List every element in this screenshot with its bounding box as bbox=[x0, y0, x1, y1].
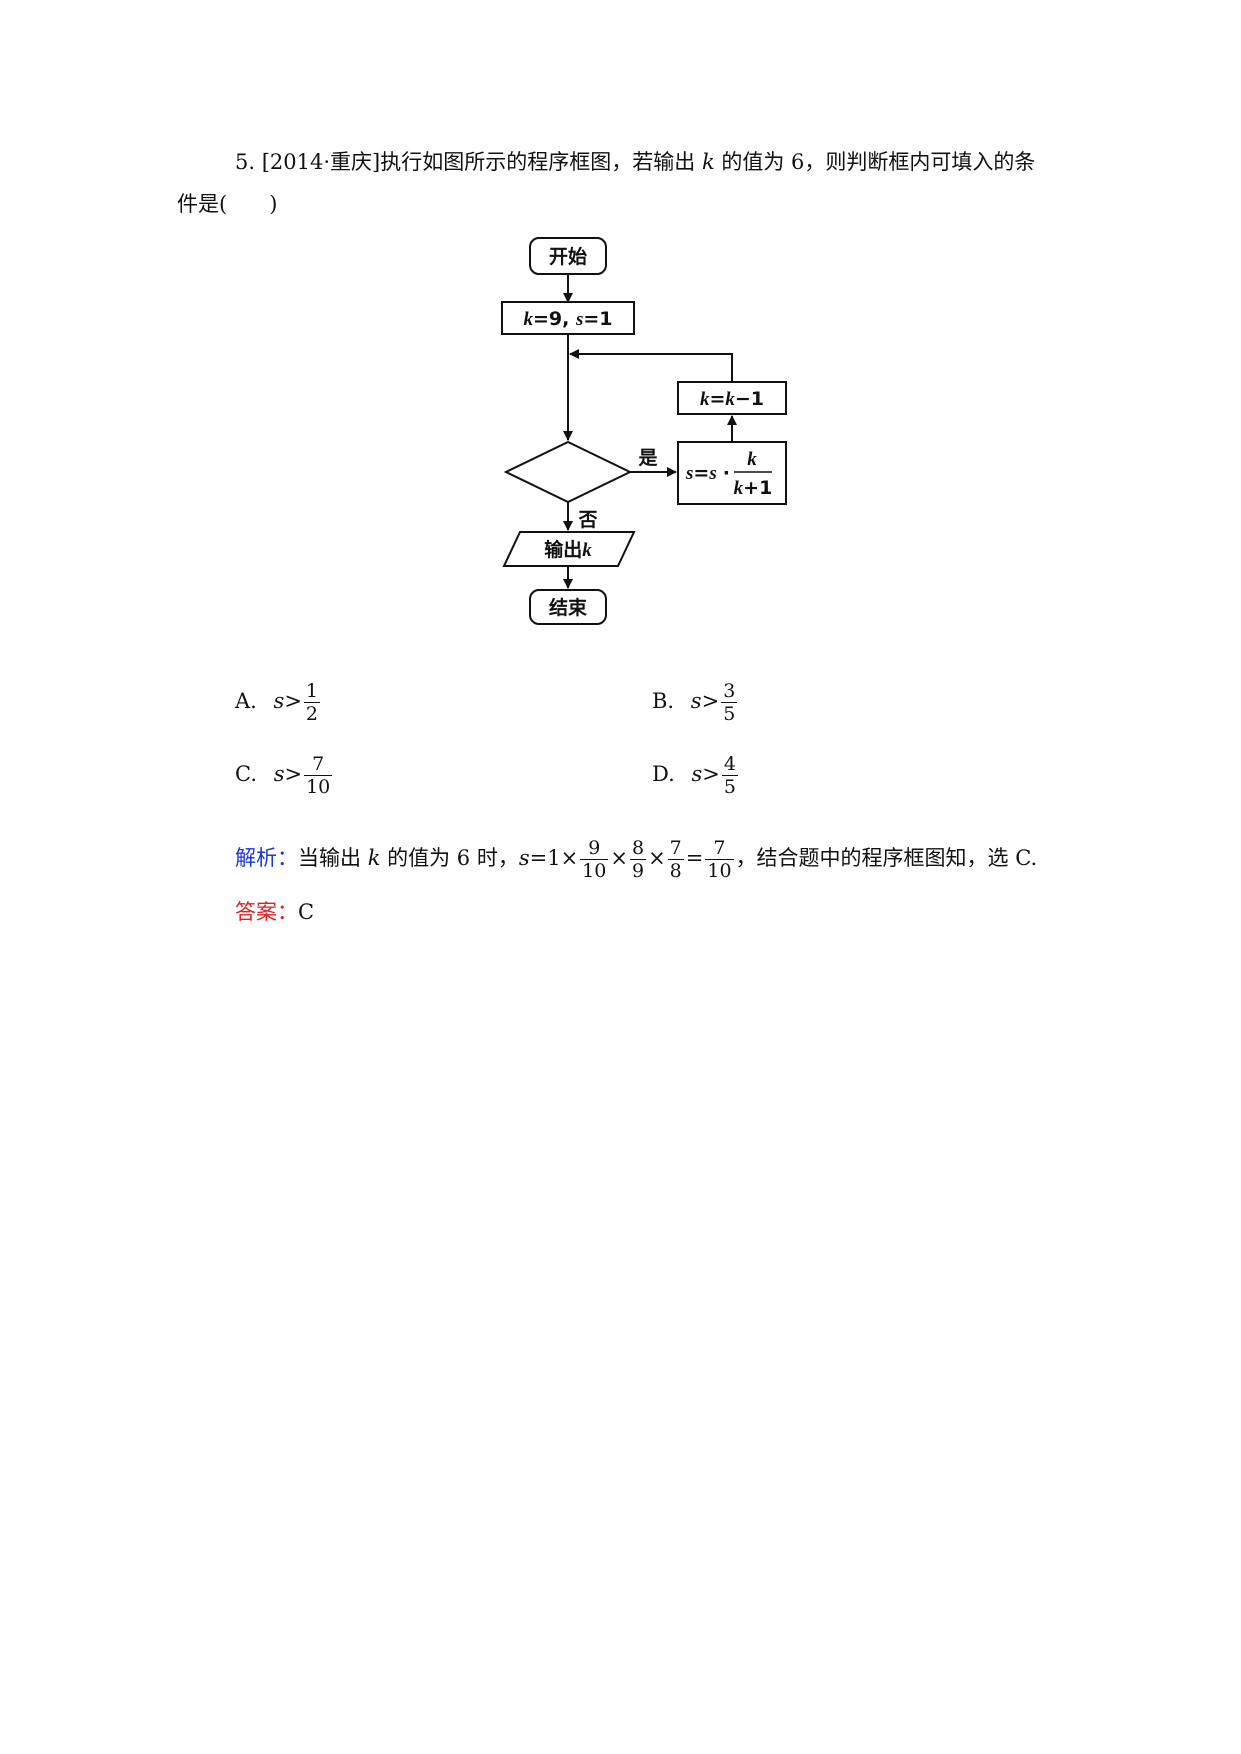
analysis-f4-num: 7 bbox=[705, 837, 734, 860]
answer-line: 答案：C bbox=[235, 898, 314, 926]
question-stem-line1: 5. [2014·重庆]执行如图所示的程序框图，若输出 k 的值为 6，则判断框… bbox=[235, 148, 1035, 176]
analysis-f3-num: 7 bbox=[667, 837, 684, 860]
program-flowchart: 开始 k=9, s=1 k=k−1 是 s=s· k k+1 否 输出k 结束 bbox=[501, 237, 787, 625]
option-d-op: > bbox=[702, 762, 720, 786]
option-d-den: 5 bbox=[723, 776, 736, 798]
option-b-den: 5 bbox=[723, 703, 736, 725]
analysis-eq2: = bbox=[685, 846, 704, 870]
option-d-var: s bbox=[691, 762, 703, 786]
option-c-label: C. bbox=[235, 762, 257, 786]
update-process-box bbox=[677, 441, 787, 505]
analysis-f4-den: 10 bbox=[707, 860, 732, 882]
decrement-process-box bbox=[677, 381, 787, 415]
loop-back-line bbox=[569, 349, 733, 382]
output-parallelogram bbox=[502, 531, 636, 567]
option-d-label: D. bbox=[652, 762, 675, 786]
analysis-text-c: ，结合题中的程序框图知，选 C. bbox=[735, 846, 1038, 870]
analysis-f2-num: 8 bbox=[629, 837, 647, 860]
option-b-label: B. bbox=[652, 689, 675, 713]
analysis-f2-den: 9 bbox=[631, 860, 645, 882]
analysis-times-1: × bbox=[610, 846, 628, 870]
update-label-left: s=s· bbox=[685, 462, 730, 484]
option-c-num: 7 bbox=[304, 753, 333, 776]
option-d-num: 4 bbox=[721, 753, 738, 776]
yes-label: 是 bbox=[638, 447, 657, 469]
end-terminal bbox=[529, 589, 607, 625]
question-number: 5. bbox=[235, 150, 256, 174]
option-c-den: 10 bbox=[306, 776, 331, 798]
update-frac-den: k+1 bbox=[734, 477, 773, 499]
option-c-var: s bbox=[273, 762, 285, 786]
question-source: [2014·重庆] bbox=[261, 150, 381, 174]
init-process-box bbox=[501, 301, 635, 335]
analysis-times-2: × bbox=[648, 846, 666, 870]
option-a-den: 2 bbox=[305, 703, 319, 725]
analysis-f1-den: 10 bbox=[582, 860, 607, 882]
analysis-text-a: 当输出 bbox=[298, 846, 361, 870]
update-frac-num: k bbox=[747, 449, 757, 470]
analysis-eq1: =1× bbox=[529, 846, 579, 870]
analysis-var-k: k bbox=[367, 846, 381, 870]
decrement-label: k=k−1 bbox=[700, 388, 764, 410]
answer-value: C bbox=[298, 900, 315, 924]
analysis-label: 解析： bbox=[235, 846, 298, 870]
question-stem-line2: 件是( ) bbox=[177, 190, 277, 218]
option-c-op: > bbox=[284, 762, 303, 786]
decision-diamond bbox=[503, 440, 633, 504]
analysis-f1-num: 9 bbox=[580, 837, 609, 860]
option-b-var: s bbox=[690, 689, 702, 713]
no-label: 否 bbox=[577, 509, 597, 531]
question-var-k: k bbox=[701, 150, 715, 174]
option-b-op: > bbox=[701, 689, 720, 713]
answer-label: 答案： bbox=[235, 900, 298, 924]
option-a-num: 1 bbox=[303, 680, 321, 703]
init-label: k=9, s=1 bbox=[523, 308, 612, 330]
end-label: 结束 bbox=[549, 596, 588, 619]
option-a-label: A. bbox=[235, 689, 257, 713]
start-label: 开始 bbox=[549, 245, 587, 268]
question-text-a: 执行如图所示的程序框图，若输出 bbox=[380, 150, 696, 174]
option-b-num: 3 bbox=[721, 680, 738, 703]
option-a-var: s bbox=[273, 689, 285, 713]
analysis-var-s: s bbox=[518, 846, 530, 870]
analysis-text-b: 的值为 6 时， bbox=[387, 846, 519, 870]
question-text-line2: 件是( ) bbox=[177, 192, 278, 216]
option-a-op: > bbox=[284, 689, 302, 713]
output-label: 输出k bbox=[544, 538, 592, 561]
question-text-b: 的值为 6，则判断框内可填入的条 bbox=[721, 150, 1036, 174]
analysis-f3-den: 8 bbox=[669, 860, 682, 882]
